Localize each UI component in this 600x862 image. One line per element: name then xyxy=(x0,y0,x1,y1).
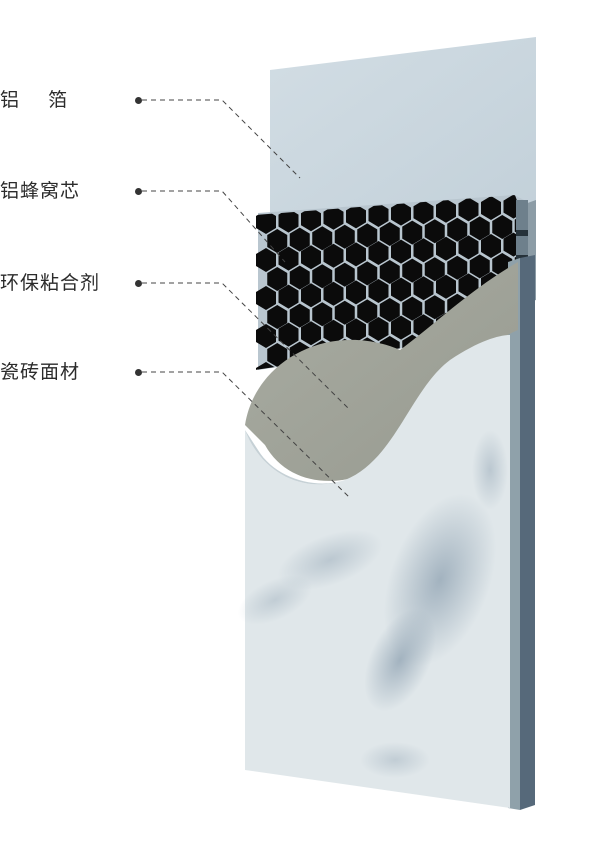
honeycomb-cell xyxy=(458,197,479,222)
honeycomb-cell xyxy=(424,257,445,282)
honeycomb-cell xyxy=(413,200,434,225)
honeycomb-cell xyxy=(278,208,299,233)
honeycomb-cell xyxy=(323,281,344,306)
honeycomb-cell xyxy=(278,246,299,271)
honeycomb-cell xyxy=(323,243,344,268)
honeycomb-cell xyxy=(357,261,378,286)
honeycomb-cell xyxy=(301,283,321,308)
honeycomb-cell xyxy=(278,322,299,347)
label-aluminum-foil: 铝 箔 xyxy=(0,89,69,111)
honeycomb-cell xyxy=(289,227,310,252)
honeycomb-cell xyxy=(402,296,423,321)
honeycomb-cell xyxy=(334,300,355,325)
leader-aluminum-foil xyxy=(142,99,301,179)
honeycomb-cell xyxy=(447,255,468,280)
honeycomb-cell xyxy=(481,234,501,258)
honeycomb-cell xyxy=(391,239,411,264)
honeycomb-cell xyxy=(424,295,445,320)
honeycomb-cell xyxy=(368,279,389,303)
honeycomb-cell xyxy=(436,236,456,261)
honeycomb-cell xyxy=(537,364,557,388)
leader-lines xyxy=(142,99,351,499)
honeycomb-cell xyxy=(402,258,423,283)
honeycomb-cell xyxy=(346,242,366,267)
honeycomb-cell xyxy=(312,226,333,251)
honeycomb-cell xyxy=(346,204,366,229)
leader-ceramic-tile xyxy=(142,371,351,499)
label-honeycomb-core: 铝蜂窝芯 xyxy=(0,180,81,202)
honeycomb-cell xyxy=(391,201,411,226)
honeycomb-cell xyxy=(424,219,445,244)
leader-dot-ceramic-tile xyxy=(135,369,142,376)
honeycomb-cell xyxy=(537,288,557,312)
honeycomb-cell xyxy=(289,303,310,328)
honeycomb-cell xyxy=(537,250,557,274)
honeycomb-cell xyxy=(413,276,434,301)
leader-adhesive xyxy=(142,282,351,411)
label-eco-adhesive: 环保粘合剂 xyxy=(0,272,101,294)
honeycomb-cell xyxy=(469,216,490,241)
honeycomb-cell xyxy=(289,265,310,290)
honeycomb-cell xyxy=(357,223,378,248)
honeycomb-cell xyxy=(436,274,456,299)
honeycomb-cell xyxy=(469,254,490,279)
honeycomb-cell xyxy=(267,305,288,329)
honeycomb-cell xyxy=(256,286,276,310)
honeycomb-cell xyxy=(368,317,389,341)
honeycomb-cell xyxy=(481,196,501,220)
honeycomb-cell xyxy=(301,321,321,346)
honeycomb-cell xyxy=(267,343,288,367)
ceramic-tile-layer xyxy=(237,335,510,808)
honeycomb-cell xyxy=(368,241,389,265)
honeycomb-cell xyxy=(357,299,378,324)
leader-dot-aluminum-foil xyxy=(135,97,142,104)
honeycomb-cell xyxy=(379,298,400,322)
leader-dot-adhesive xyxy=(135,280,142,287)
honeycomb-cell xyxy=(278,284,299,309)
honeycomb-cell xyxy=(447,217,468,242)
honeycomb-cell xyxy=(537,212,557,236)
leader-dot-honeycomb-core xyxy=(135,188,142,195)
honeycomb-cell xyxy=(402,220,423,245)
honeycomb-cell xyxy=(334,224,355,249)
honeycomb-cell xyxy=(346,318,366,343)
label-ceramic-tile: 瓷砖面材 xyxy=(0,361,81,383)
honeycomb-cell xyxy=(413,238,434,263)
honeycomb-cell xyxy=(346,280,366,305)
honeycomb-cell xyxy=(537,326,557,350)
honeycomb-cell xyxy=(256,210,276,234)
tile-edge xyxy=(508,255,535,810)
honeycomb-cell xyxy=(458,235,479,260)
honeycomb-cell xyxy=(256,248,276,272)
honeycomb-cell xyxy=(458,273,479,298)
honeycomb-cell xyxy=(334,262,355,287)
honeycomb-cell xyxy=(301,207,321,232)
honeycomb-cell xyxy=(312,302,333,327)
honeycomb-cell xyxy=(492,215,513,239)
honeycomb-cell xyxy=(312,264,333,289)
honeycomb-cell xyxy=(391,277,411,302)
honeycomb-cell xyxy=(323,205,344,230)
honeycomb-cell xyxy=(391,315,411,340)
honeycomb-cell xyxy=(323,319,344,344)
honeycomb-cell xyxy=(267,267,288,291)
adhesive-layer xyxy=(245,262,518,481)
honeycomb-cell xyxy=(256,324,276,348)
honeycomb-cell xyxy=(436,198,456,223)
honeycomb-cell xyxy=(379,222,400,246)
honeycomb-cell xyxy=(301,245,321,270)
honeycomb-cell xyxy=(368,203,389,227)
honeycomb-cell xyxy=(379,260,400,284)
